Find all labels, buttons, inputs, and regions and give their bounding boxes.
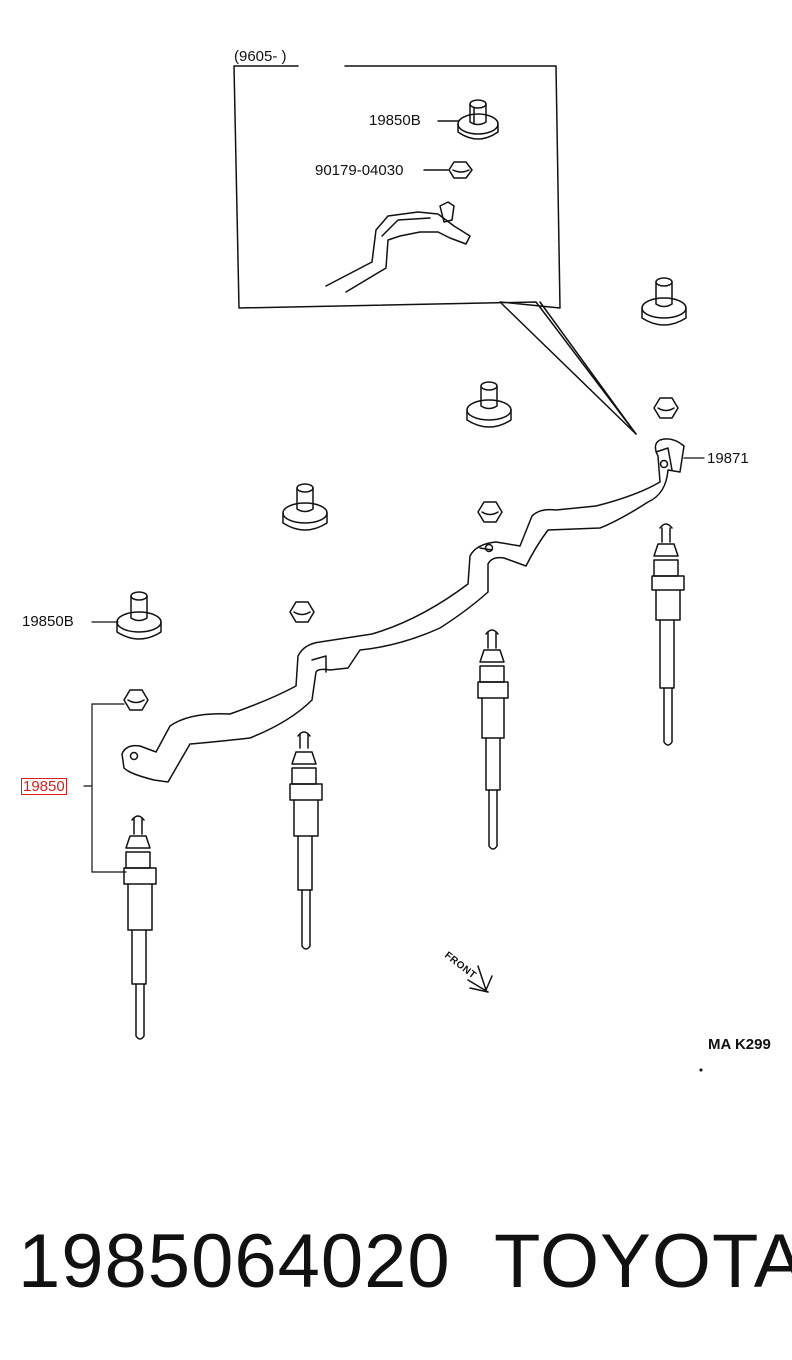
hex-nut-icon — [477, 501, 503, 523]
front-arrow-icon — [467, 965, 493, 993]
inset-bracket-nut-icon — [437, 99, 499, 140]
footer-brand: TOYOTA — [494, 1219, 792, 1304]
inset-label-bolt: 90179-04030 — [315, 162, 404, 179]
glow-plug-icon — [651, 523, 685, 746]
connector-bar-icon — [121, 438, 685, 783]
figure-code: MA K299 — [708, 1036, 771, 1053]
inset-bracket-fragment-icon — [325, 201, 471, 293]
leader-lines — [83, 457, 705, 873]
bracket-nut-icon — [466, 381, 512, 428]
inset-bolt-icon — [423, 161, 473, 179]
label-nut-left[interactable]: 19850B — [22, 613, 74, 630]
bracket-nut-icon — [641, 277, 687, 326]
footer-part-number: 1985064020 — [18, 1219, 451, 1304]
bracket-nut-icon — [282, 483, 328, 531]
hex-nut-icon — [289, 601, 315, 623]
label-glow-plug-highlighted[interactable]: 19850 — [21, 778, 67, 795]
glow-plug-icon — [477, 629, 509, 850]
hex-nut-icon — [653, 397, 679, 419]
inset-box — [233, 65, 637, 435]
stray-dot — [699, 1068, 703, 1072]
bracket-nut-icon — [116, 591, 162, 640]
hex-nut-icon — [123, 689, 149, 711]
glow-plug-icon — [289, 731, 323, 950]
label-connector-bar[interactable]: 19871 — [707, 450, 749, 467]
inset-label-bracket-nut: 19850B — [369, 112, 421, 129]
inset-date-range: (9605- ) — [234, 48, 287, 65]
glow-plug-icon — [123, 815, 157, 1040]
